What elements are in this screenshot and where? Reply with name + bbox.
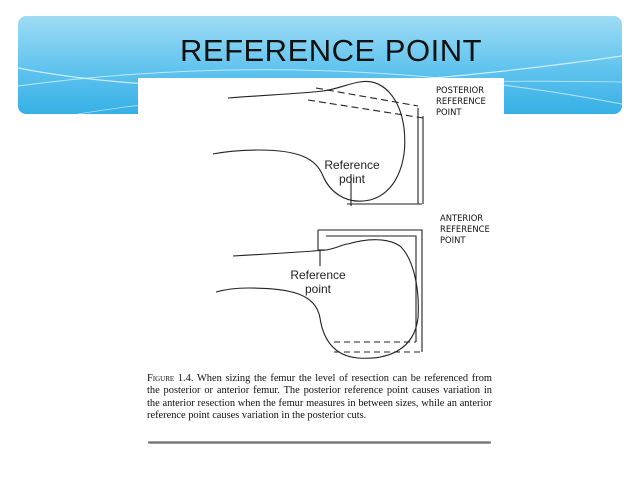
bottom-femur-drawing — [215, 229, 423, 359]
anterior-label: ANTERIOR REFERENCE POINT — [440, 213, 504, 246]
top-femur-drawing — [212, 80, 424, 206]
anterior-label-line1: ANTERIOR — [440, 213, 484, 223]
caption-underline — [148, 441, 491, 444]
figure-caption: Figure 1.4. When sizing the femur the le… — [147, 373, 492, 422]
anterior-label-line2: REFERENCE POINT — [440, 224, 490, 245]
figure-card: POSTERIOR REFERENCE POINT ANTERIOR REFER… — [138, 78, 504, 450]
caption-text: When sizing the femur the level of resec… — [147, 373, 492, 421]
bottom-reference-point-label: Reference point — [280, 268, 356, 296]
posterior-label-line1: POSTERIOR — [436, 85, 485, 95]
slide-title: REFERENCE POINT — [180, 33, 483, 68]
posterior-label-line2: REFERENCE POINT — [436, 96, 486, 117]
top-ref-line1: Reference — [324, 158, 380, 172]
posterior-label: POSTERIOR REFERENCE POINT — [436, 85, 504, 118]
bottom-ref-line2: point — [304, 282, 332, 296]
femur-diagram — [212, 80, 424, 359]
top-reference-point-label: Reference point — [314, 158, 390, 186]
figure-label: Figure 1.4. — [147, 373, 194, 384]
top-ref-line2: point — [338, 172, 366, 186]
bottom-ref-line1: Reference — [290, 268, 346, 282]
